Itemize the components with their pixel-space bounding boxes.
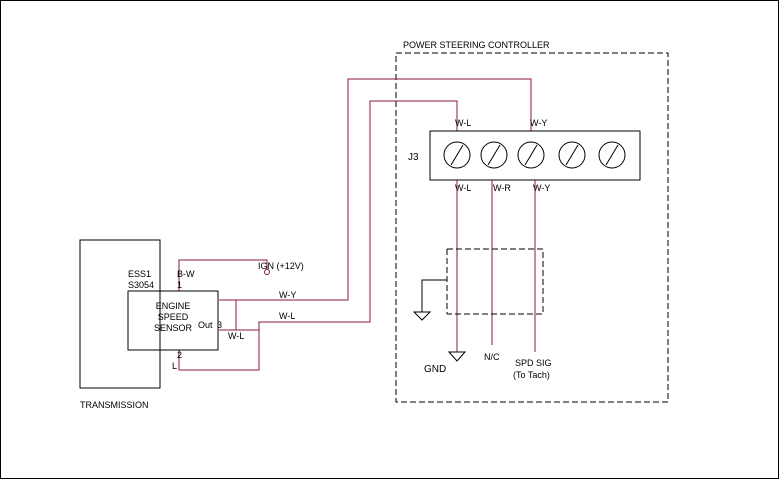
sensor-out-label: Out — [198, 320, 213, 330]
internal-ground-icon — [414, 312, 430, 320]
controller-box — [396, 53, 668, 402]
wire-label-bw: B-W — [177, 269, 195, 279]
wire-label-wl-out: W-L — [228, 331, 244, 341]
j3-pin-1-icon — [444, 142, 470, 168]
j3-pins — [444, 142, 625, 168]
sensor-name-line1: ENGINE — [156, 301, 191, 311]
j3-pin-3-icon — [518, 142, 544, 168]
wire-label-wy-mid: W-Y — [279, 290, 296, 300]
transmission-box — [80, 240, 160, 388]
j3-pin-4-icon — [559, 142, 585, 168]
wire-wl — [236, 101, 457, 330]
ess-id-line1: ESS1 — [128, 269, 151, 279]
wire-label-wy-bottom: W-Y — [533, 183, 550, 193]
j3-connector — [430, 131, 640, 180]
ess-id-line2: S3054 — [128, 280, 154, 290]
internal-dashed-region — [447, 249, 543, 314]
gnd-icon — [449, 352, 465, 361]
internal-ground-wire — [422, 280, 447, 312]
sensor-pin2: 2 — [177, 350, 182, 360]
wire-label-l: L — [172, 361, 177, 371]
sensor-name-line3: SENSOR — [154, 323, 193, 333]
wire-group — [179, 79, 531, 370]
controller-title: POWER STEERING CONTROLLER — [403, 40, 550, 50]
gnd-label: GND — [424, 364, 446, 375]
sensor-name-line2: SPEED — [158, 312, 189, 322]
sensor-pin3: 3 — [217, 320, 222, 330]
transmission-label: TRANSMISSION — [80, 400, 149, 410]
j3-pin-5-icon — [599, 142, 625, 168]
ign-label: IGN (+12V) — [258, 261, 304, 271]
wire-label-wy-top: W-Y — [530, 118, 547, 128]
nc-label: N/C — [484, 352, 500, 362]
wire-label-wr-bottom: W-R — [493, 183, 511, 193]
j3-pin-2-icon — [481, 142, 507, 168]
wire-label-wl-top: W-L — [455, 118, 471, 128]
spd-label-line2: (To Tach) — [513, 370, 550, 380]
sensor-pin1: 1 — [177, 280, 182, 290]
wire-label-wl-mid: W-L — [279, 311, 295, 321]
spd-label-line1: SPD SIG — [515, 358, 552, 368]
j3-label: J3 — [408, 152, 419, 163]
